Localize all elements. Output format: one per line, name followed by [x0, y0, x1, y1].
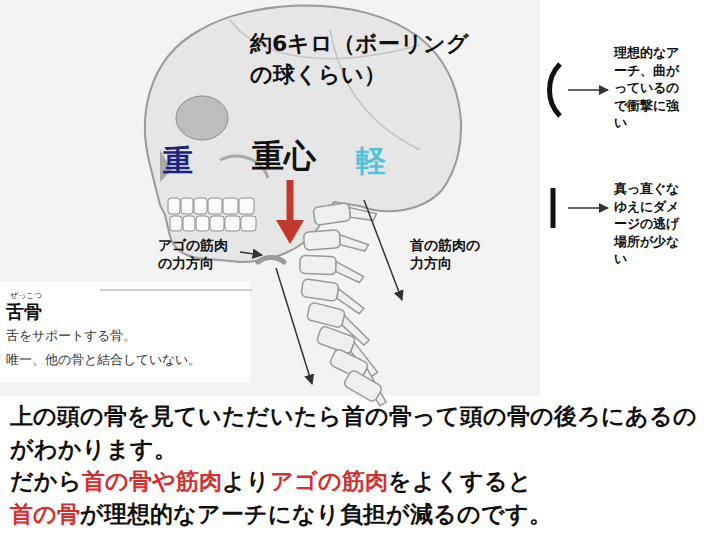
- heavy-mark: 重: [163, 140, 203, 183]
- jaw-force-label: アゴの筋肉の力方向: [158, 236, 238, 272]
- hyoid-bone: [258, 258, 284, 263]
- body-paragraph: だから首の骨や筋肉よりアゴの筋肉をよくすると首の骨が理想的なアーチになり負担が減…: [10, 465, 710, 530]
- weight-note: 約6キロ（ボーリングの球くらい）: [250, 28, 490, 90]
- legend-arrow: [568, 89, 608, 91]
- light-mark: 軽: [356, 140, 396, 183]
- hyoid-panel: [0, 282, 250, 382]
- highlight-text: 首の骨: [10, 501, 80, 527]
- cervical-spine: [299, 199, 397, 408]
- neck-force-label: 首の筋肉の力方向: [410, 236, 490, 272]
- center-of-gravity: 重心: [252, 134, 332, 179]
- gravity-arrow: [287, 180, 294, 222]
- photo-ground: [0, 0, 540, 396]
- eye-socket: [176, 96, 228, 140]
- highlight-text: 首の骨や筋肉: [82, 468, 222, 494]
- body-text: だから: [10, 468, 82, 494]
- body-text: が理想的なアーチになり負担が減るのです。: [80, 501, 552, 527]
- hyoid-leader: [100, 289, 252, 291]
- body-text: をよくすると: [388, 468, 532, 494]
- body-text: より: [222, 468, 270, 494]
- part-note: 唯一、他の骨と結合していない。: [6, 352, 246, 369]
- jaw-leader: [240, 252, 262, 255]
- straight-symbol: [551, 188, 556, 228]
- ruby: ぜっこつ: [10, 291, 70, 301]
- part-note: 舌をサポートする骨。: [6, 328, 246, 345]
- arch-symbol: [550, 64, 561, 116]
- body-text: 上の頭の骨を見ていただいたら首の骨って頭の骨の後ろにあるのがわかります。: [10, 400, 710, 465]
- jaw-force-arrow: [276, 268, 312, 384]
- teeth: [168, 198, 256, 231]
- highlight-text: アゴの筋肉: [270, 468, 388, 494]
- legend-text: 真っ直ぐなゆえにダメージの逃げ場所が少ない: [614, 180, 686, 268]
- neck-force-arrow: [364, 200, 402, 300]
- legend-text: 理想的なアーチ、曲がっているので衝撃に強い: [614, 44, 686, 132]
- gravity-arrowhead: [276, 220, 304, 244]
- part-name: 舌骨: [6, 300, 86, 323]
- legend-arrow: [568, 207, 608, 209]
